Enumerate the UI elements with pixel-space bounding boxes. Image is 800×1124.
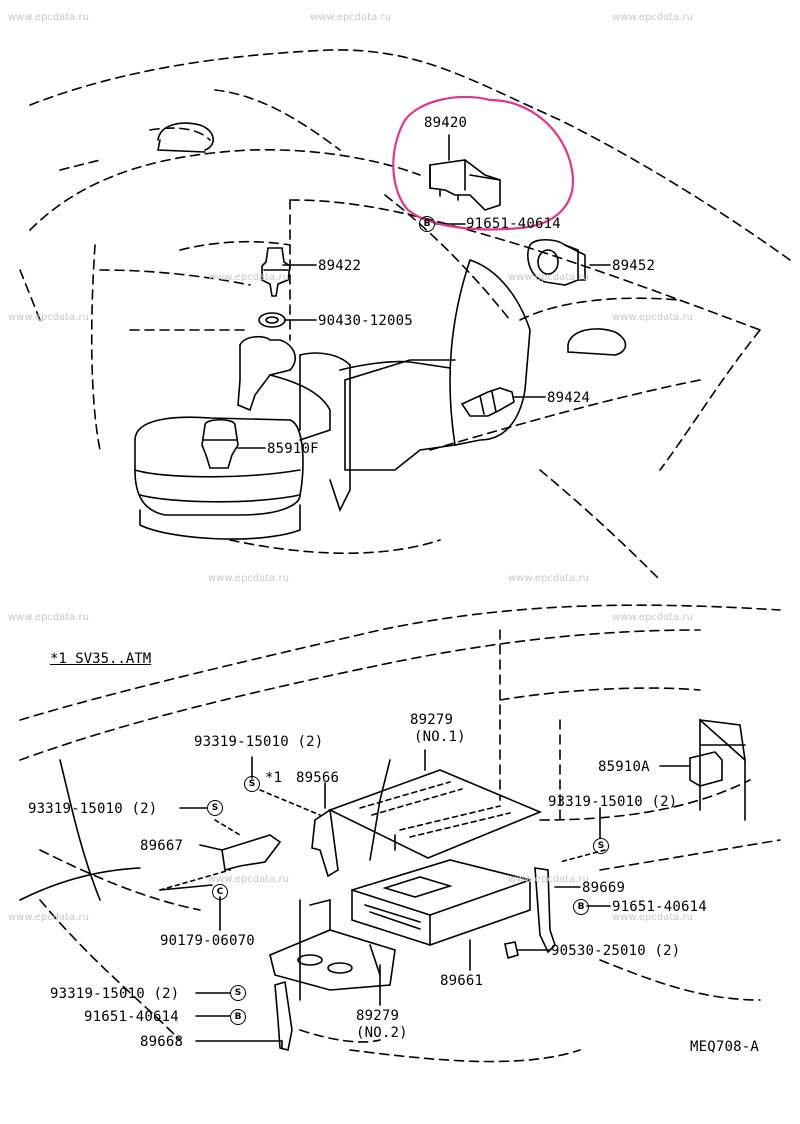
- bracket-89667-drawing: [221, 834, 282, 872]
- watermark: www.epcdata.ru: [612, 612, 693, 623]
- part-label-93319-15010-a[interactable]: 93319-15010 (2): [194, 734, 324, 750]
- lower-leaders: [159, 749, 691, 1049]
- watermark: www.epcdata.ru: [612, 912, 693, 923]
- relay-85910A-drawing: [689, 751, 723, 787]
- washer-90430-drawing: [258, 312, 286, 328]
- callout-clip-c: C: [212, 884, 228, 900]
- part-label-89279-no1-note: (NO.1): [414, 729, 466, 745]
- sensor-89452-drawing: [527, 238, 586, 286]
- part-label-89279-no1[interactable]: 89279: [410, 712, 454, 728]
- sensor-89424-drawing: [460, 387, 515, 417]
- switch-85910F-drawing: [201, 418, 239, 469]
- part-label-89566[interactable]: 89566: [296, 770, 340, 786]
- watermark: www.epcdata.ru: [508, 573, 589, 584]
- watermark: www.epcdata.ru: [8, 12, 89, 23]
- part-label-90530-25010[interactable]: 90530-25010 (2): [551, 943, 681, 959]
- part-label-91651-40614-c[interactable]: 91651-40614: [84, 1009, 179, 1025]
- part-label-85910A[interactable]: 85910A: [598, 759, 650, 775]
- part-label-85910F[interactable]: 85910F: [267, 441, 319, 457]
- bracket-89668-drawing: [274, 980, 293, 1051]
- sensor-89422-drawing: [261, 247, 291, 297]
- watermark: www.epcdata.ru: [208, 272, 289, 283]
- ecu-89661-drawing: [351, 859, 531, 946]
- callout-bolt-b-3: B: [230, 1009, 246, 1025]
- callout-bolt-s-2: S: [207, 800, 223, 816]
- part-label-89279-no2[interactable]: 89279: [356, 1008, 400, 1024]
- clip-90530-drawing: [504, 941, 519, 960]
- upper-leaders: [237, 134, 611, 449]
- bracket-89566-drawing: [311, 808, 339, 878]
- part-label-89422[interactable]: 89422: [318, 258, 362, 274]
- watermark: www.epcdata.ru: [208, 874, 289, 885]
- part-label-90430-12005[interactable]: 90430-12005: [318, 313, 413, 329]
- watermark: www.epcdata.ru: [8, 312, 89, 323]
- callout-bolt-s-1: S: [244, 776, 260, 792]
- part-label-89667[interactable]: 89667: [140, 838, 184, 854]
- highlight-circle: [392, 95, 575, 231]
- plate-89279-no2-drawing: [269, 898, 396, 991]
- lower-dashed-outlines: [19, 604, 781, 1063]
- reservoir-tank: [134, 335, 331, 540]
- part-label-91651-40614-b[interactable]: 91651-40614: [612, 899, 707, 915]
- upper-cap-left: [157, 122, 214, 153]
- bracket-89669-drawing: [534, 867, 556, 954]
- variant-mark-89566: *1: [265, 770, 283, 786]
- upper-dashed-outlines: [19, 49, 791, 581]
- part-label-89668[interactable]: 89668: [140, 1034, 184, 1050]
- diagram-code: MEQ708-A: [690, 1039, 760, 1055]
- part-label-89420[interactable]: 89420: [424, 115, 468, 131]
- part-label-89452[interactable]: 89452: [612, 258, 656, 274]
- watermark: www.epcdata.ru: [208, 573, 289, 584]
- watermark: www.epcdata.ru: [508, 272, 589, 283]
- watermark: www.epcdata.ru: [612, 312, 693, 323]
- part-label-89661[interactable]: 89661: [440, 973, 484, 989]
- callout-bolt-b-upper: B: [419, 216, 435, 232]
- sensor-89420-drawing: [429, 159, 501, 211]
- upper-cap-right: [567, 328, 627, 356]
- part-label-93319-15010-c[interactable]: 93319-15010 (2): [548, 794, 678, 810]
- intake-hose: [449, 258, 531, 446]
- callout-bolt-s-3: S: [593, 838, 609, 854]
- callout-bolt-b-2: B: [573, 899, 589, 915]
- part-label-93319-15010-b[interactable]: 93319-15010 (2): [28, 801, 158, 817]
- part-label-93319-15010-d[interactable]: 93319-15010 (2): [50, 986, 180, 1002]
- plate-89279-no1-drawing: [327, 769, 543, 859]
- watermark: www.epcdata.ru: [612, 12, 693, 23]
- watermark: www.epcdata.ru: [508, 874, 589, 885]
- watermark: www.epcdata.ru: [8, 612, 89, 623]
- variant-note: *1 SV35..ATM: [50, 651, 152, 667]
- watermark: www.epcdata.ru: [8, 912, 89, 923]
- part-label-91651-40614-upper[interactable]: 91651-40614: [466, 216, 561, 232]
- part-label-90179-06070[interactable]: 90179-06070: [160, 933, 255, 949]
- watermark: www.epcdata.ru: [310, 12, 391, 23]
- callout-bolt-s-4: S: [230, 985, 246, 1001]
- part-label-89279-no2-note: (NO.2): [356, 1025, 408, 1041]
- part-label-89424[interactable]: 89424: [547, 390, 591, 406]
- part-label-89669[interactable]: 89669: [582, 880, 626, 896]
